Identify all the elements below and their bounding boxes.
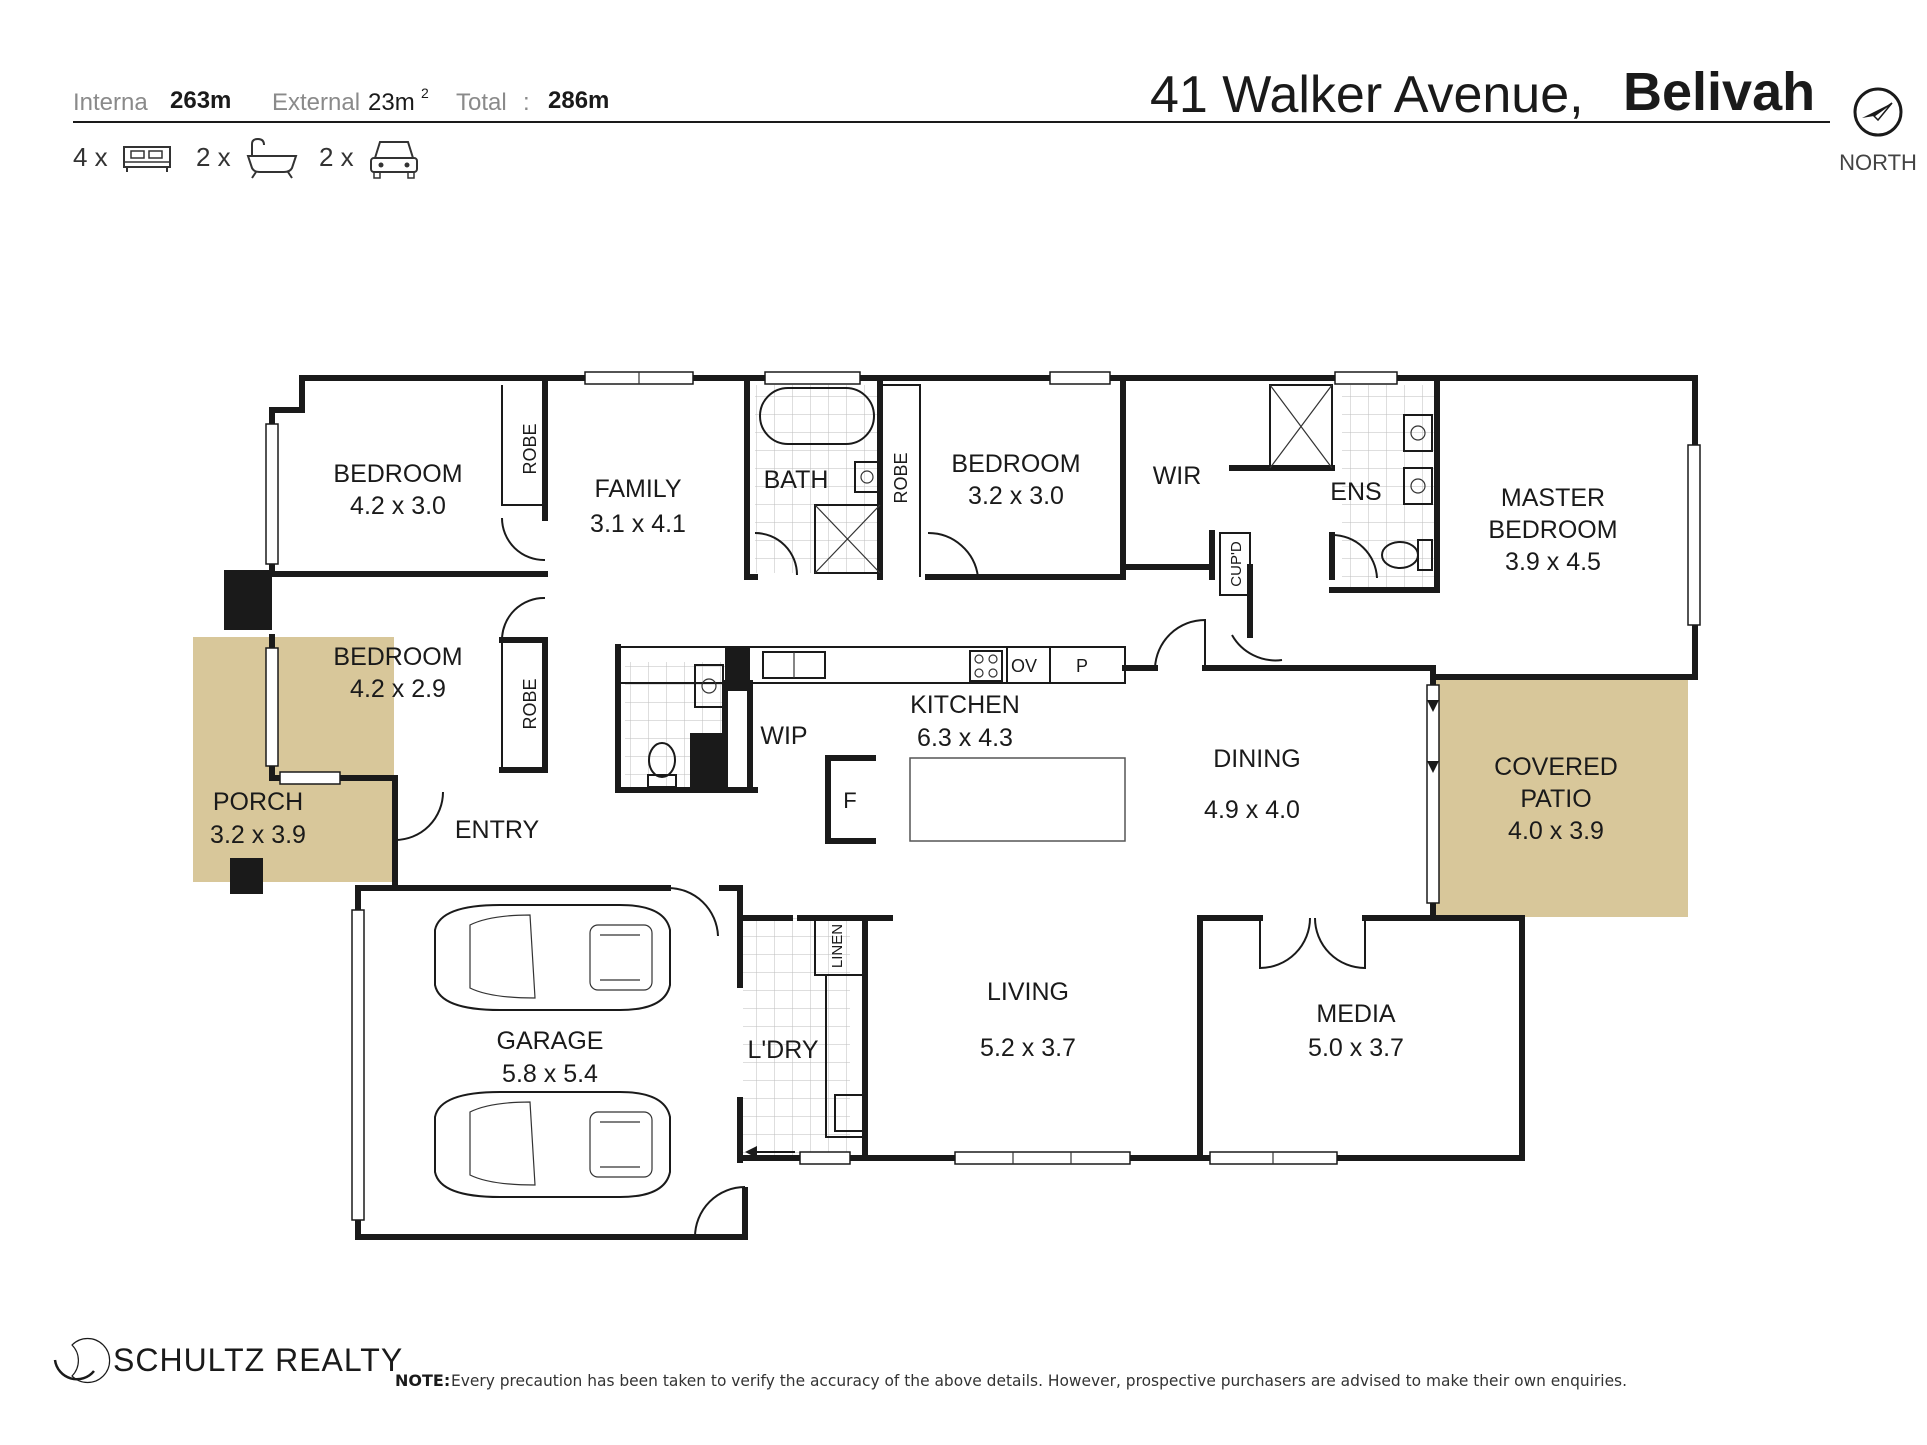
north-arrow-icon xyxy=(1853,87,1903,137)
cupd-label: CUP'D xyxy=(1228,541,1245,587)
internal-area-label: Interna xyxy=(73,89,148,116)
oven-label: OV xyxy=(1011,656,1037,676)
bedroom3-dims: 3.2 x 3.0 xyxy=(968,482,1064,510)
agency-name: SCHULTZ REALTY xyxy=(113,1342,403,1378)
patio-name-1: COVERED xyxy=(1494,753,1618,781)
laundry-trough xyxy=(834,1094,864,1132)
dining-dims: 4.9 x 4.0 xyxy=(1204,796,1300,824)
dining-name: DINING xyxy=(1213,745,1301,773)
north-label: NORTH xyxy=(1839,150,1917,175)
bed-icon xyxy=(123,146,171,172)
pantry-label: P xyxy=(1076,656,1088,676)
note-text: Every precaution has been taken to verif… xyxy=(451,1371,1627,1390)
bath-icon xyxy=(246,137,298,179)
porch-dims: 3.2 x 3.9 xyxy=(210,821,306,849)
bedroom-count: 4 x xyxy=(73,142,108,172)
living-dims: 5.2 x 3.7 xyxy=(980,1034,1076,1062)
garage-dims: 5.8 x 5.4 xyxy=(502,1060,598,1088)
bath-name: BATH xyxy=(764,466,829,494)
basins xyxy=(694,414,1433,708)
wir-name: WIR xyxy=(1153,462,1202,490)
laundry-tiles xyxy=(743,918,850,1158)
total-area-separator: : xyxy=(523,89,530,116)
kitchen-name: KITCHEN xyxy=(910,691,1020,719)
door-swings xyxy=(394,517,1378,1238)
robe2-label: ROBE xyxy=(520,678,540,729)
cooktop xyxy=(969,650,1003,682)
sliding-door-arrows xyxy=(745,700,1439,1158)
note-label: NOTE: xyxy=(395,1371,450,1390)
total-area-value: 286m xyxy=(548,87,609,114)
robe3-label: ROBE xyxy=(891,452,911,503)
bedroom1-dims: 4.2 x 3.0 xyxy=(350,492,446,520)
bath-tiles xyxy=(755,385,880,573)
internal-area-value: 263m xyxy=(170,87,231,114)
kitchen-dims: 6.3 x 4.3 xyxy=(917,724,1013,752)
media-dims: 5.0 x 3.7 xyxy=(1308,1034,1404,1062)
toilets xyxy=(647,539,1433,788)
external-area-label: External xyxy=(272,89,360,116)
agency-logo-icon xyxy=(53,1337,111,1384)
bedroom2-dims: 4.2 x 2.9 xyxy=(350,675,446,703)
shower xyxy=(814,504,881,574)
master-name-1: MASTER xyxy=(1501,484,1605,512)
external-area-value: 23m xyxy=(368,89,415,116)
bathroom-count: 2 x xyxy=(196,142,231,172)
patio-name-2: PATIO xyxy=(1520,785,1591,813)
address-street: 41 Walker Avenue, xyxy=(1150,66,1584,124)
car-drawing-2 xyxy=(434,1091,671,1198)
master-dims: 3.9 x 4.5 xyxy=(1505,548,1601,576)
walls xyxy=(224,375,1698,1240)
bathtub xyxy=(759,387,875,445)
windows xyxy=(265,371,1701,1221)
address-suburb: Belivah xyxy=(1623,62,1815,122)
ensuite-shower xyxy=(1269,384,1333,469)
garage-count: 2 x xyxy=(319,142,354,172)
laundry-name: L'DRY xyxy=(747,1036,818,1064)
porch-area xyxy=(193,637,394,882)
family-name: FAMILY xyxy=(594,475,681,503)
entry-name: ENTRY xyxy=(455,816,540,844)
garage-name: GARAGE xyxy=(497,1027,604,1055)
car-icon xyxy=(370,141,418,179)
bedroom2-name: BEDROOM xyxy=(333,643,462,671)
patio-dims: 4.0 x 3.9 xyxy=(1508,817,1604,845)
linen-label: LINEN xyxy=(829,924,846,968)
kitchen-sink xyxy=(762,651,826,679)
porch-name: PORCH xyxy=(213,788,303,816)
bedroom3-name: BEDROOM xyxy=(951,450,1080,478)
wip-name: WIP xyxy=(760,722,807,750)
ens-name: ENS xyxy=(1330,478,1381,506)
ensuite-tiles xyxy=(1342,385,1437,590)
external-area-sup: 2 xyxy=(421,85,429,101)
bedroom1-name: BEDROOM xyxy=(333,460,462,488)
robe1-label: ROBE xyxy=(520,423,540,474)
patio-area xyxy=(1433,675,1688,917)
header: Interna 263m External 23m 2 Total : 286m… xyxy=(73,62,1917,179)
living-name: LIVING xyxy=(987,978,1069,1006)
total-area-label: Total xyxy=(456,89,507,116)
fridge-label: F xyxy=(843,788,856,813)
master-name-2: BEDROOM xyxy=(1488,516,1617,544)
family-dims: 3.1 x 4.1 xyxy=(590,510,686,538)
car-drawing-1 xyxy=(434,904,671,1011)
media-name: MEDIA xyxy=(1316,1000,1396,1028)
